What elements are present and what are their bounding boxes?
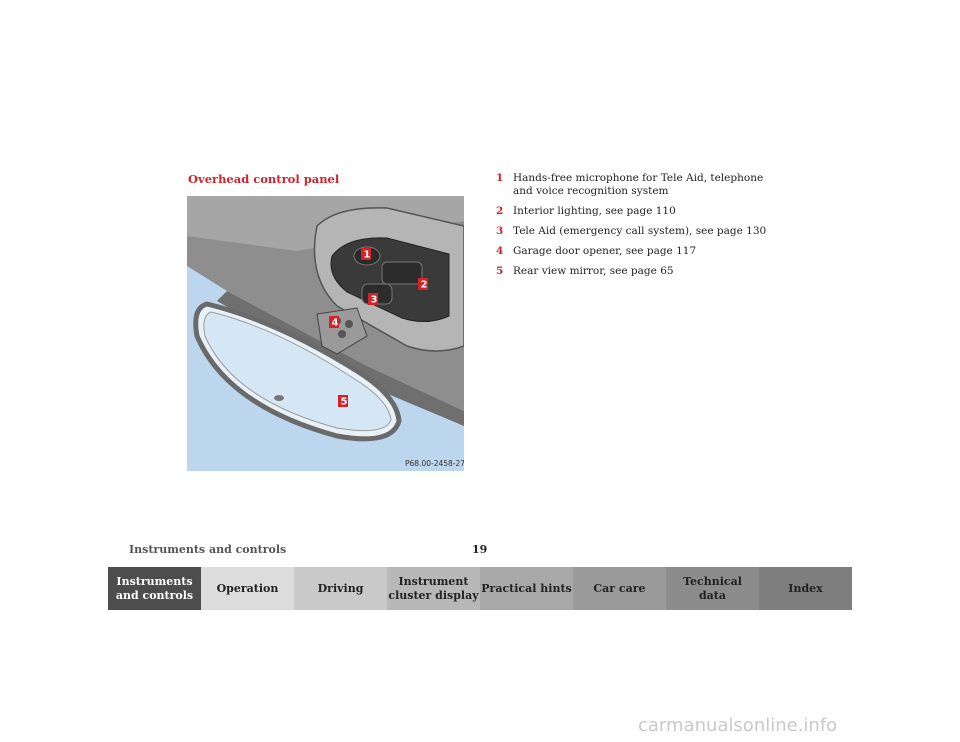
chapter-nav-bar: Instruments and controls Operation Drivi… bbox=[108, 567, 852, 610]
page-number: 19 bbox=[472, 543, 488, 556]
nav-tab-technical-data[interactable]: Technical data bbox=[666, 567, 759, 610]
callout-2: 2 bbox=[421, 280, 428, 291]
footer-section-label: Instruments and controls bbox=[129, 543, 287, 556]
callout-3: 3 bbox=[371, 295, 378, 306]
legend-number: 5 bbox=[496, 265, 504, 277]
legend-text: Hands-free microphone for Tele Aid, tele… bbox=[513, 172, 764, 197]
legend-text: Tele Aid (emergency call system), see pa… bbox=[513, 225, 767, 237]
callout-4-marker bbox=[329, 316, 339, 328]
legend-list: 1 Hands-free microphone for Tele Aid, te… bbox=[496, 172, 786, 285]
overhead-panel-illustration: 1 2 3 4 5 P68.00-2458-27 bbox=[187, 196, 464, 471]
legend-text: Interior lighting, see page 110 bbox=[513, 205, 676, 217]
legend-item: 3 Tele Aid (emergency call system), see … bbox=[496, 225, 786, 238]
callout-2-marker bbox=[418, 278, 428, 290]
legend-item: 5 Rear view mirror, see page 65 bbox=[496, 265, 786, 278]
nav-tab-operation[interactable]: Operation bbox=[201, 567, 294, 610]
nav-tab-driving[interactable]: Driving bbox=[294, 567, 387, 610]
legend-number: 3 bbox=[496, 225, 504, 237]
legend-number: 4 bbox=[496, 245, 504, 257]
callout-1: 1 bbox=[364, 250, 371, 261]
callout-5-marker bbox=[338, 395, 348, 407]
nav-tab-practical-hints[interactable]: Practical hints bbox=[480, 567, 573, 610]
watermark: carmanualsonline.info bbox=[638, 715, 838, 736]
nav-tab-car-care[interactable]: Car care bbox=[573, 567, 666, 610]
legend-item: 1 Hands-free microphone for Tele Aid, te… bbox=[496, 172, 786, 198]
nav-tab-index[interactable]: Index bbox=[759, 567, 852, 610]
legend-text: Rear view mirror, see page 65 bbox=[513, 265, 674, 277]
callout-4: 4 bbox=[332, 318, 339, 329]
legend-item: 2 Interior lighting, see page 110 bbox=[496, 205, 786, 218]
legend-text: Garage door opener, see page 117 bbox=[513, 245, 697, 257]
figure-code: P68.00-2458-27 bbox=[405, 459, 464, 468]
callout-1-marker bbox=[361, 248, 371, 260]
callout-5: 5 bbox=[341, 397, 348, 408]
nav-tab-instrument-cluster-display[interactable]: Instrument cluster display bbox=[387, 567, 480, 610]
nav-tab-instruments-and-controls[interactable]: Instruments and controls bbox=[108, 567, 201, 610]
callout-3-marker bbox=[368, 293, 378, 305]
section-title: Overhead control panel bbox=[188, 172, 340, 186]
legend-item: 4 Garage door opener, see page 117 bbox=[496, 245, 786, 258]
legend-number: 2 bbox=[496, 205, 504, 217]
legend-number: 1 bbox=[496, 172, 504, 184]
